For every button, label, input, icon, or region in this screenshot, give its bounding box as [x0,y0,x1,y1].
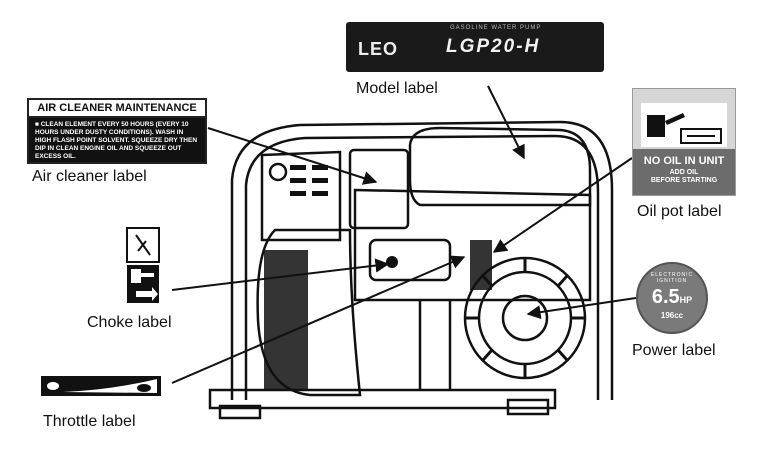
oil-subtext-1: ADD OIL [669,169,699,176]
oil-pot-leader [492,157,633,253]
air-cleaner-leader [207,127,378,185]
throttle-leader [171,255,466,384]
air-cleaner-text: ■ CLEAN ELEMENT EVERY 50 HOURS (EVERY 10… [29,118,205,162]
oil-pot-caption: Oil pot label [637,203,722,220]
air-cleaner-title: AIR CLEANER MAINTENANCE [29,100,205,118]
oil-pot-label-plate: NO OIL IN UNIT ADD OIL BEFORE STARTING [632,88,736,196]
power-leader [526,297,637,320]
oil-can-icon [641,103,727,147]
model-label-plate: LEO GASOLINE WATER PUMP LGP20-H [346,22,604,72]
power-caption: Power label [632,342,716,359]
power-displacement: 196cc [660,311,684,320]
power-label-badge: ELECTRONIC IGNITION 6.5HP 196cc [636,262,708,334]
throttle-caption: Throttle label [43,413,136,430]
throttle-label-plate [41,376,161,396]
oil-heading: NO OIL IN UNIT [643,155,725,167]
model-leader [487,85,525,160]
power-hp-value: 6.5 [651,286,680,308]
rabbit-icon [47,382,59,390]
model-caption: Model label [356,80,438,97]
choke-label-plate [126,227,160,305]
choke-leader [171,258,390,291]
model-name: LGP20-H [446,36,541,57]
turtle-icon [137,384,151,392]
power-hp-unit: HP [679,295,693,305]
power-arc-text: ELECTRONIC IGNITION [650,272,694,284]
oil-subtext-2: BEFORE STARTING [650,177,718,184]
choke-caption: Choke label [87,314,172,331]
air-cleaner-caption: Air cleaner label [32,168,147,185]
air-cleaner-label-plate: AIR CLEANER MAINTENANCE ■ CLEAN ELEMENT … [27,98,207,164]
model-subtitle: GASOLINE WATER PUMP [450,25,542,31]
model-brand: LEO [358,39,399,59]
